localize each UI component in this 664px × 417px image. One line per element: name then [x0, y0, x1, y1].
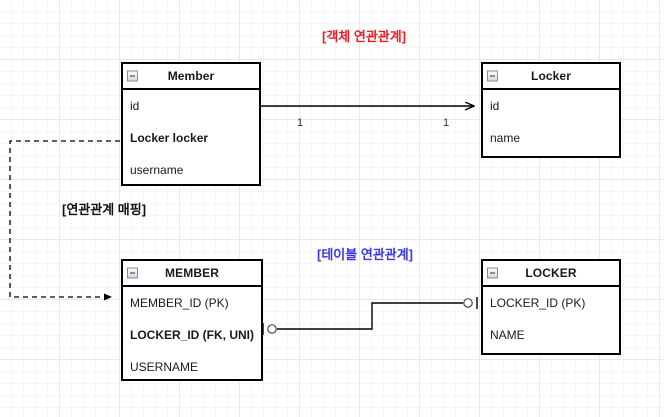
- minus-square-icon[interactable]: [127, 70, 138, 82]
- mapping-association-line: [9, 140, 120, 301]
- entity-box-member-table[interactable]: MEMBER MEMBER_ID (PK) LOCKER_ID (FK, UNI…: [121, 259, 263, 381]
- entity-body-locker-table: LOCKER_ID (PK) NAME: [483, 287, 619, 351]
- attribute-row: name: [490, 131, 521, 145]
- entity-body-member-class: id Locker locker username: [123, 90, 259, 186]
- minus-square-icon[interactable]: [487, 267, 498, 279]
- entity-title-locker-class: Locker: [531, 69, 571, 83]
- attribute-row: MEMBER_ID (PK): [130, 296, 229, 310]
- attribute-row: LOCKER_ID (FK, UNI): [130, 328, 254, 342]
- label-table-association: [테이블 연관관계]: [317, 247, 413, 262]
- attribute-row: LOCKER_ID (PK): [490, 296, 586, 310]
- entity-box-member-class[interactable]: Member id Locker locker username: [121, 62, 261, 186]
- entity-header-member-class: Member: [123, 64, 259, 90]
- entity-title-member-class: Member: [167, 69, 215, 83]
- entity-box-locker-class[interactable]: Locker id name: [481, 62, 621, 158]
- table-association-line: [262, 297, 478, 335]
- attribute-row: NAME: [490, 328, 525, 342]
- entity-header-locker-table: LOCKER: [483, 261, 619, 287]
- label-association-mapping: [연관관계 매핑]: [62, 202, 147, 217]
- attribute-row: username: [130, 163, 184, 177]
- attribute-row: Locker locker: [130, 131, 209, 145]
- entity-title-locker-table: LOCKER: [525, 266, 577, 280]
- entity-header-locker-class: Locker: [483, 64, 619, 90]
- entity-title-member-table: MEMBER: [165, 266, 219, 280]
- entity-box-locker-table[interactable]: LOCKER LOCKER_ID (PK) NAME: [481, 259, 621, 355]
- minus-square-icon[interactable]: [487, 70, 498, 82]
- entity-body-locker-class: id name: [483, 90, 619, 154]
- minus-square-icon[interactable]: [127, 267, 138, 279]
- label-object-association: [객체 연관관계]: [322, 29, 407, 44]
- entity-header-member-table: MEMBER: [123, 261, 261, 287]
- attribute-row: USERNAME: [130, 360, 199, 374]
- multiplicity-target: 1: [443, 117, 450, 129]
- attribute-row: id: [490, 99, 500, 113]
- attribute-row: id: [130, 99, 140, 113]
- entity-body-member-table: MEMBER_ID (PK) LOCKER_ID (FK, UNI) USERN…: [123, 287, 261, 383]
- multiplicity-source: 1: [297, 117, 304, 129]
